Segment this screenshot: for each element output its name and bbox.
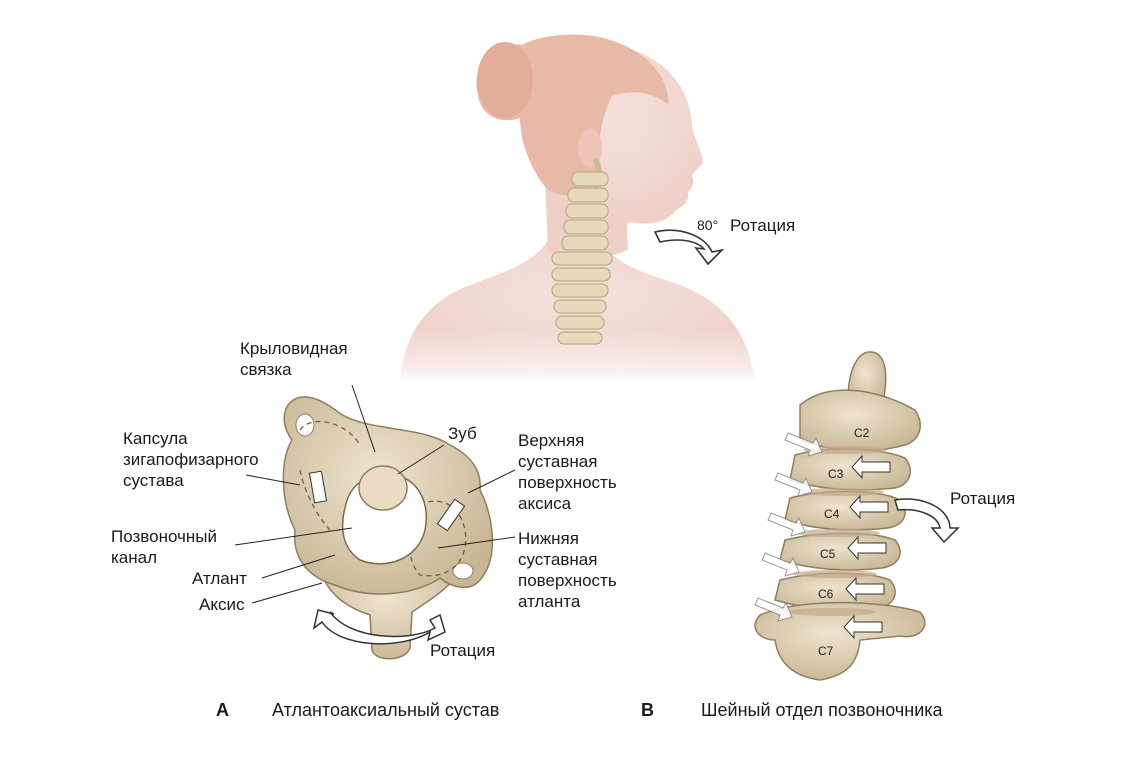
cervical-spine-illustration: C2 C3 C4 C5 C6 C7: [754, 351, 960, 681]
top-rotation-label: Ротация: [730, 216, 796, 235]
panel-a-caption: Атлантоаксиальный сустав: [272, 700, 500, 720]
neck-spine: [551, 156, 613, 345]
rotation-angle-label: 80°: [697, 217, 719, 233]
upper-surface-label: Верхняя суставная поверхность аксиса: [518, 431, 617, 513]
panel-a-rotation-label: Ротация: [430, 641, 496, 660]
axis-label: Аксис: [199, 595, 245, 614]
panel-b-caption: Шейный отдел позвоночника: [701, 700, 943, 720]
vertebra-label-c4: C4: [824, 507, 840, 521]
alar-ligament-label: Крыловидная связка: [240, 339, 348, 379]
vertebra-label-c6: C6: [818, 587, 834, 601]
panel-a-letter: A: [216, 700, 229, 720]
panel-b-rotation-label: Ротация: [950, 489, 1016, 508]
panel-b-letter: B: [641, 700, 654, 720]
atlantoaxial-illustration: [234, 384, 516, 660]
vertebra-label-c2: C2: [854, 426, 870, 440]
top-rotation-arrow: [653, 229, 725, 266]
vertebra-label-c3: C3: [828, 467, 844, 481]
vertebra-label-c7: C7: [818, 644, 834, 658]
atlas-label: Атлант: [192, 569, 247, 588]
capsule-label: Капсула зигапофизарного сустава: [123, 429, 259, 490]
vertebra-label-c5: C5: [820, 547, 836, 561]
lower-surface-label: Нижняя суставная поверхность атланта: [518, 529, 617, 611]
canal-label: Позвоночный канал: [111, 527, 218, 567]
dens-label: Зуб: [448, 424, 477, 443]
